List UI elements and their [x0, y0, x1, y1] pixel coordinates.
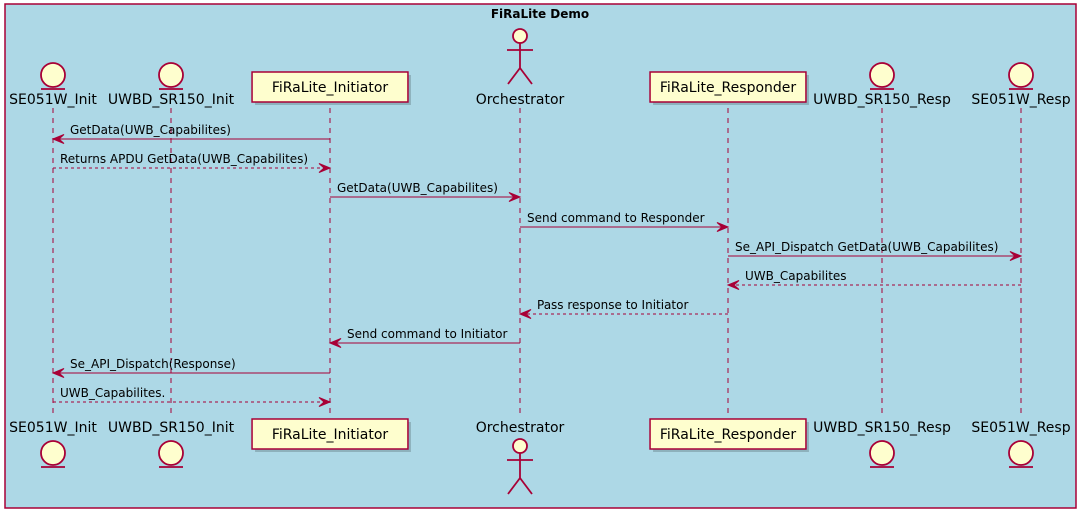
- message-4-label: Send command to Responder: [527, 211, 705, 225]
- participant-top-uwbd_resp-icon: [869, 62, 895, 90]
- participant-top-fira_init-label: FiRaLite_Initiator: [272, 80, 389, 96]
- participant-bottom-se_resp-icon-circle: [1008, 440, 1034, 466]
- participant-top-orch-actor-icon-leg-left: [507, 67, 521, 85]
- message-10-label: UWB_Capabilites.: [60, 386, 165, 400]
- message-7-arrowhead: [518, 309, 532, 319]
- message-10-arrowhead: [318, 397, 332, 407]
- message-9-arrowhead: [51, 368, 65, 378]
- participant-top-uwbd_resp-label: UWBD_SR150_Resp: [813, 92, 951, 108]
- message-6: UWB_Capabilites: [726, 269, 1021, 290]
- message-3-arrowhead: [508, 192, 522, 202]
- message-8-arrowhead: [328, 338, 342, 348]
- message-10: UWB_Capabilites.: [53, 386, 332, 407]
- message-5-arrowhead: [1009, 251, 1023, 261]
- participant-bottom-orch-actor-icon-head: [512, 438, 528, 454]
- message-2: Returns APDU GetData(UWB_Capabilites): [53, 152, 332, 173]
- participant-bottom-uwbd_resp-label: UWBD_SR150_Resp: [813, 420, 951, 436]
- participant-top-orch-label: Orchestrator: [476, 92, 565, 108]
- participant-top-se_init-icon-circle: [40, 62, 66, 88]
- participant-top-fira_resp: FiRaLite_Responder: [649, 71, 809, 105]
- participant-top-orch-actor-icon: [507, 28, 533, 85]
- participant-top-se_init-label: SE051W_Init: [9, 92, 97, 108]
- participant-bottom-uwbd_init-icon: [158, 440, 184, 468]
- participant-bottom-se_init-icon-circle: [40, 440, 66, 466]
- message-1-label: GetData(UWB_Capabilites): [70, 123, 231, 137]
- participant-top-fira_init-box: [251, 71, 409, 103]
- message-4: Send command to Responder: [520, 211, 730, 232]
- message-7: Pass response to Initiator: [518, 298, 728, 319]
- participant-bottom-se_resp-icon: [1008, 440, 1034, 468]
- participant-bottom-se_init-icon: [40, 440, 66, 468]
- participant-top-fira_resp-label: FiRaLite_Responder: [660, 80, 797, 96]
- participant-top-se_resp-label: SE051W_Resp: [971, 92, 1070, 108]
- participant-top-fira_resp-box: [649, 71, 807, 103]
- participant-top-se_resp-icon: [1008, 62, 1034, 90]
- message-6-arrowhead: [726, 280, 740, 290]
- participant-bottom-uwbd_resp-icon: [869, 440, 895, 468]
- participant-top-uwbd_init-icon: [158, 62, 184, 90]
- message-1-arrowhead: [51, 134, 65, 144]
- participant-top-uwbd_init-icon-circle: [158, 62, 184, 88]
- participant-bottom-se_resp-label: SE051W_Resp: [971, 420, 1070, 436]
- participant-bottom-uwbd_init-icon-circle: [158, 440, 184, 466]
- participant-bottom-uwbd_resp-icon-circle: [869, 440, 895, 466]
- participant-bottom-orch-actor-icon-leg-right: [519, 477, 533, 495]
- message-2-label: Returns APDU GetData(UWB_Capabilites): [60, 152, 308, 166]
- diagram-title: FiRaLite Demo: [491, 7, 589, 21]
- message-8-label: Send command to Initiator: [347, 327, 508, 341]
- participant-bottom-fira_resp-box: [649, 418, 807, 450]
- message-9: Se_API_Dispatch(Response): [51, 357, 330, 378]
- participant-bottom-orch-actor-icon: [507, 438, 533, 495]
- participant-top-uwbd_resp-icon-circle: [869, 62, 895, 88]
- participant-bottom-fira_init-box: [251, 418, 409, 450]
- participant-bottom-orch-actor-icon-leg-left: [507, 477, 521, 495]
- participant-bottom-fira_resp-label: FiRaLite_Responder: [660, 427, 797, 443]
- message-7-label: Pass response to Initiator: [537, 298, 688, 312]
- message-9-label: Se_API_Dispatch(Response): [70, 357, 236, 371]
- message-2-arrowhead: [318, 163, 332, 173]
- participant-top-se_init-icon: [40, 62, 66, 90]
- participant-bottom-uwbd_init-label: UWBD_SR150_Init: [108, 420, 235, 436]
- message-6-label: UWB_Capabilites: [745, 269, 847, 283]
- message-1: GetData(UWB_Capabilites): [51, 123, 330, 144]
- message-4-arrowhead: [716, 222, 730, 232]
- participant-top-fira_init: FiRaLite_Initiator: [251, 71, 411, 105]
- participant-top-uwbd_init-label: UWBD_SR150_Init: [108, 92, 235, 108]
- participant-top-orch-actor-icon-leg-right: [519, 67, 533, 85]
- message-5: Se_API_Dispatch GetData(UWB_Capabilites): [728, 240, 1023, 261]
- message-3-label: GetData(UWB_Capabilites): [337, 181, 498, 195]
- participant-top-se_resp-icon-circle: [1008, 62, 1034, 88]
- participant-bottom-fira_init: FiRaLite_Initiator: [251, 418, 411, 452]
- message-8: Send command to Initiator: [328, 327, 520, 348]
- participant-bottom-fira_resp: FiRaLite_Responder: [649, 418, 809, 452]
- participant-bottom-fira_init-label: FiRaLite_Initiator: [272, 427, 389, 443]
- message-5-label: Se_API_Dispatch GetData(UWB_Capabilites): [735, 240, 998, 254]
- participant-top-orch-actor-icon-head: [512, 28, 528, 44]
- participant-bottom-se_init-label: SE051W_Init: [9, 420, 97, 436]
- participant-bottom-orch-label: Orchestrator: [476, 420, 565, 436]
- message-3: GetData(UWB_Capabilites): [330, 181, 522, 202]
